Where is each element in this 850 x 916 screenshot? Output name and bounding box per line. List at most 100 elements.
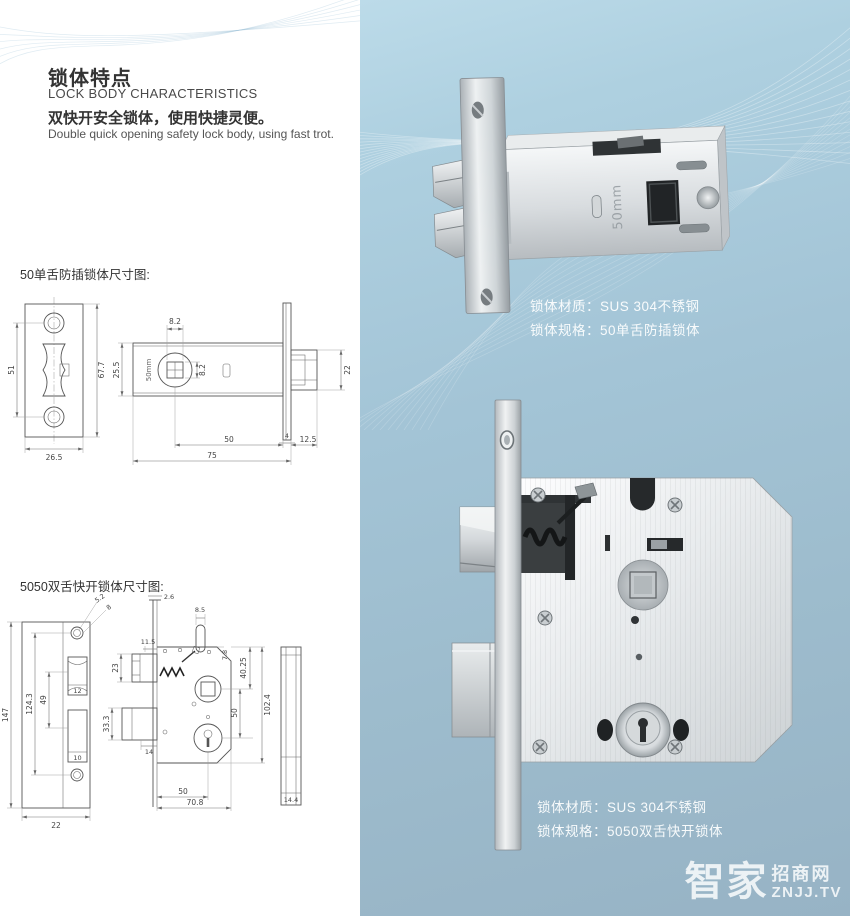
svg-text:8: 8 <box>105 603 113 612</box>
dim-102-4: 102.4 <box>217 646 272 764</box>
watermark-domain: ZNJJ.TV <box>771 884 842 901</box>
technical-drawing-2: 5.2 8 12 10 147 124.3 <box>2 592 302 830</box>
svg-text:22: 22 <box>51 821 61 830</box>
faceplate <box>459 77 511 314</box>
pin-dot-2 <box>635 653 643 661</box>
faceplate-group <box>459 77 511 314</box>
spec-column: 锁体特点 LOCK BODY CHARACTERISTICS 双快开安全锁体，使… <box>0 0 360 916</box>
faceplate-2 <box>494 399 522 851</box>
mortise-internals-left <box>451 506 499 738</box>
side-bar-view: 14.4 <box>280 646 302 806</box>
dim-14: 14 <box>140 740 157 756</box>
feature-text-zh: 双快开安全锁体，使用快捷灵便。 <box>48 110 274 127</box>
product2-spec: 锁体规格：5050双舌快开锁体 <box>537 824 724 839</box>
cylinder-side-hole-left <box>597 719 613 741</box>
dim-50-hub: 50 <box>222 689 253 739</box>
dim-12-5: 12.5 <box>291 390 318 448</box>
product-panel: 50mm 锁体材质：SUS 304不锈钢 锁体规格：50单舌防插锁体 <box>360 0 850 916</box>
dim-49: 49 <box>39 671 68 729</box>
svg-text:14.4: 14.4 <box>284 796 298 804</box>
svg-text:75: 75 <box>207 451 217 460</box>
dim-7-8: 7.8 <box>217 646 229 660</box>
product-photo-mortise <box>451 399 793 851</box>
svg-text:26.5: 26.5 <box>46 453 63 462</box>
svg-text:124.3: 124.3 <box>25 693 34 715</box>
faceplate-group-2 <box>494 399 522 851</box>
pin-dot-1 <box>631 616 639 624</box>
svg-text:12: 12 <box>73 687 81 695</box>
svg-text:102.4: 102.4 <box>263 694 272 716</box>
dim-22-plate: 22 <box>21 808 91 830</box>
svg-text:50: 50 <box>224 435 234 444</box>
dim-8-2-top: 8.2 <box>166 317 184 360</box>
faceplate-front-view <box>24 297 84 444</box>
product1-spec: 锁体规格：50单舌防插锁体 <box>530 323 701 338</box>
stamp-50mm: 50mm <box>145 359 153 382</box>
svg-text:11.5: 11.5 <box>141 638 155 646</box>
svg-text:50: 50 <box>230 708 239 718</box>
svg-text:67.7: 67.7 <box>97 361 106 378</box>
dim-51: 51 <box>8 322 44 418</box>
feature-text-en: Double quick opening safety lock body, u… <box>48 127 334 141</box>
dim-70-8: 70.8 <box>156 749 232 811</box>
svg-text:12.5: 12.5 <box>300 435 317 444</box>
spindle-square-hole <box>646 180 681 226</box>
svg-text:8.5: 8.5 <box>195 606 205 614</box>
svg-text:33.3: 33.3 <box>102 715 111 732</box>
lock-case-view <box>121 599 232 807</box>
top-notch <box>630 478 655 511</box>
dim-26-5: 26.5 <box>24 437 84 462</box>
dim-11-5: 11.5 <box>141 638 157 652</box>
vent-slot-bottom <box>679 223 710 234</box>
deadbolt <box>451 642 499 738</box>
svg-text:8.2: 8.2 <box>169 317 181 326</box>
dim-2-6: 2.6 <box>148 593 174 601</box>
lock-body-side-view: 50mm <box>132 302 318 441</box>
latch-body-group: 50mm <box>500 124 730 260</box>
dim-8-5: 8.5 <box>195 606 206 625</box>
product2-caption: 锁体材质：SUS 304不锈钢 锁体规格：5050双舌快开锁体 <box>537 796 723 844</box>
svg-text:8.2: 8.2 <box>198 364 207 376</box>
svg-text:40.25: 40.25 <box>239 657 248 679</box>
drawing1-label: 50单舌防插锁体尺寸图: <box>20 268 150 282</box>
svg-text:23: 23 <box>111 663 120 673</box>
page-title-en: LOCK BODY CHARACTERISTICS <box>48 86 258 101</box>
dim-75: 75 <box>132 396 292 465</box>
dim-124-3: 124.3 <box>25 632 71 776</box>
svg-text:51: 51 <box>8 365 16 375</box>
svg-text:49: 49 <box>39 695 48 705</box>
dim-33-3: 33.3 <box>102 707 122 741</box>
lock-case-group <box>519 477 793 763</box>
dim-8-2-side: 8.2 <box>185 361 207 379</box>
watermark-sub: 招商网 <box>771 864 832 884</box>
svg-text:2.6: 2.6 <box>164 593 174 601</box>
svg-text:147: 147 <box>2 708 10 723</box>
dim-22: 22 <box>317 349 352 391</box>
stamp-50mm-photo: 50mm <box>609 183 626 229</box>
svg-text:5.2: 5.2 <box>93 592 106 605</box>
watermark-main: 智家 <box>684 860 769 904</box>
svg-text:22: 22 <box>343 365 352 375</box>
dim-50: 50 <box>174 387 283 448</box>
svg-text:4: 4 <box>285 432 289 440</box>
drawing2-label: 5050双舌快开锁体尺寸图: <box>20 580 164 594</box>
cylinder-side-hole-right <box>673 719 689 741</box>
corner-wave-decoration <box>0 0 360 65</box>
product-photo-latch: 50mm <box>432 77 730 314</box>
svg-text:7.8: 7.8 <box>221 650 229 660</box>
dim-25-5: 25.5 <box>112 342 133 397</box>
faceplate-front-view-2: 5.2 8 12 10 <box>21 592 113 809</box>
page-title: 锁体特点 <box>48 68 132 90</box>
svg-text:25.5: 25.5 <box>112 361 121 378</box>
technical-drawing-1: 51 67.7 26.5 <box>8 297 352 465</box>
dim-4: 4 <box>279 432 295 448</box>
product2-material: 锁体材质：SUS 304不锈钢 <box>537 800 707 815</box>
vent-slot-top <box>676 160 707 171</box>
product1-caption: 锁体材质：SUS 304不锈钢 锁体规格：50单舌防插锁体 <box>530 295 700 343</box>
svg-text:70.8: 70.8 <box>187 798 204 807</box>
dim-40-25: 40.25 <box>221 646 253 690</box>
dim-23: 23 <box>111 653 132 683</box>
watermark: 智家 招商网 ZNJJ.TV <box>684 854 842 910</box>
svg-text:14: 14 <box>145 748 153 756</box>
dim-147: 147 <box>2 621 22 809</box>
